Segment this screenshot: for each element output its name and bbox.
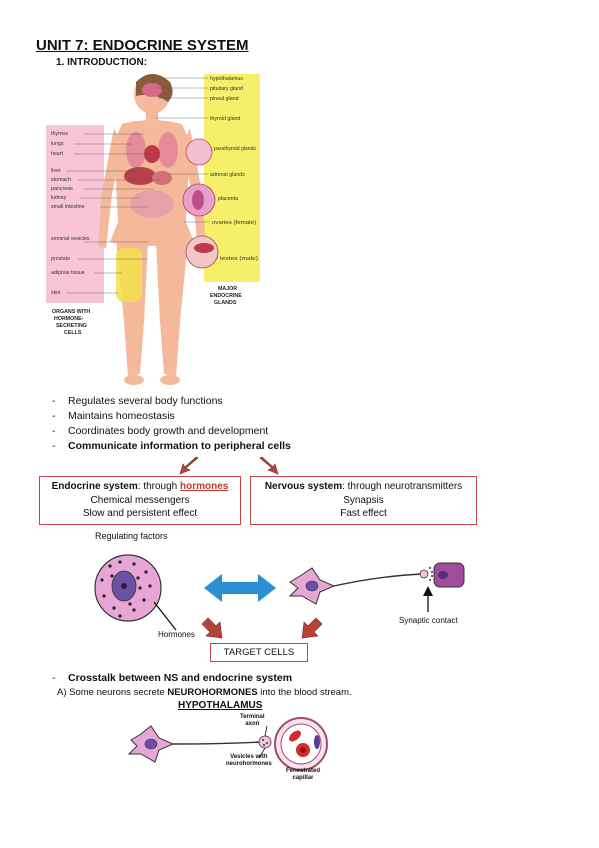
endocrine-cell-icon [94, 554, 162, 622]
arrow-to-target-right-icon [301, 617, 323, 639]
neuron-icon [288, 567, 433, 605]
regulating-factors-label: Regulating factors [95, 531, 168, 541]
target-cell-icon [433, 562, 465, 588]
svg-text:lungs: lungs [51, 141, 64, 147]
arrow-down-left-icon [179, 456, 199, 475]
list-item: -Coordinates body growth and development [52, 425, 269, 437]
svg-text:placenta: placenta [218, 196, 238, 202]
nervous-system-box: Nervous system: through neurotransmitter… [250, 476, 477, 525]
svg-text:skin: skin [51, 290, 60, 296]
hypothalamus-heading: HYPOTHALAMUS [178, 700, 263, 711]
list-item: -Maintains homeostasis [52, 410, 175, 422]
hormones-pointer [153, 601, 177, 631]
svg-text:hypothalamus: hypothalamus [210, 76, 243, 82]
svg-text:kidney: kidney [51, 195, 67, 201]
svg-text:thyroid gland: thyroid gland [210, 116, 240, 122]
organs-panel [46, 125, 104, 303]
svg-text:pancreas: pancreas [51, 186, 73, 192]
list-item: -Regulates several body functions [52, 395, 223, 407]
hormones-label: Hormones [158, 630, 195, 639]
svg-text:heart: heart [51, 151, 64, 157]
page-title: UNIT 7: ENDOCRINE SYSTEM [36, 37, 249, 54]
organ-labels: thymus lungs heart liver stomach pancrea… [51, 131, 90, 336]
svg-text:ORGANS WITH: ORGANS WITH [52, 309, 90, 315]
svg-text:adipose tissue: adipose tissue [51, 270, 85, 276]
svg-text:prostate: prostate [51, 256, 70, 262]
synaptic-contact-label: Synaptic contact [399, 616, 458, 625]
gland-labels: hypothalamus pituitary gland pineal glan… [210, 76, 258, 306]
svg-text:SECRETING: SECRETING [56, 323, 87, 329]
svg-text:parathyroid glands: parathyroid glands [214, 146, 256, 152]
list-item: -Communicate information to peripheral c… [52, 440, 291, 452]
svg-text:thymus: thymus [51, 131, 68, 137]
svg-text:stomach: stomach [51, 177, 71, 183]
neurosecretion-diagram [127, 717, 328, 771]
svg-text:seminal vesicles: seminal vesicles [51, 236, 90, 242]
svg-text:pineal gland: pineal gland [210, 96, 239, 102]
endocrine-system-box: Endocrine system: through hormones Chemi… [39, 476, 241, 525]
svg-text:ovaries (female): ovaries (female) [212, 220, 256, 226]
terminal-axon-icon [258, 735, 272, 749]
svg-text:CELLS: CELLS [64, 330, 82, 336]
endocrine-anatomy-figure: thymus lungs heart liver stomach pancrea… [46, 74, 260, 385]
capillary-icon [274, 717, 328, 771]
svg-text:HORMONE-: HORMONE- [54, 316, 84, 322]
arrow-down-right-icon [259, 456, 279, 475]
svg-text:liver: liver [51, 168, 61, 174]
svg-text:GLANDS: GLANDS [214, 300, 237, 306]
svg-text:testes (male): testes (male) [220, 256, 258, 262]
section-heading: 1. INTRODUCTION: [56, 57, 148, 68]
svg-text:MAJOR: MAJOR [218, 286, 237, 292]
svg-text:ENDOCRINE: ENDOCRINE [210, 293, 242, 299]
svg-text:pituitary gland: pituitary gland [210, 86, 243, 92]
svg-text:small intestine: small intestine [51, 204, 85, 210]
signaling-diagram [94, 554, 465, 639]
target-cells-box: TARGET CELLS [210, 643, 308, 662]
svg-text:adrenal glands: adrenal glands [210, 172, 245, 178]
arrow-to-target-left-icon [201, 617, 223, 639]
body-silhouette [98, 74, 206, 385]
double-arrow-icon [204, 574, 276, 602]
crosstalk-item: -Crosstalk between NS and endocrine syst… [52, 672, 293, 684]
neurohormones-statement: A) Some neurons secrete NEUROHORMONES in… [57, 687, 352, 698]
function-list: -Regulates several body functions -Maint… [52, 394, 291, 454]
